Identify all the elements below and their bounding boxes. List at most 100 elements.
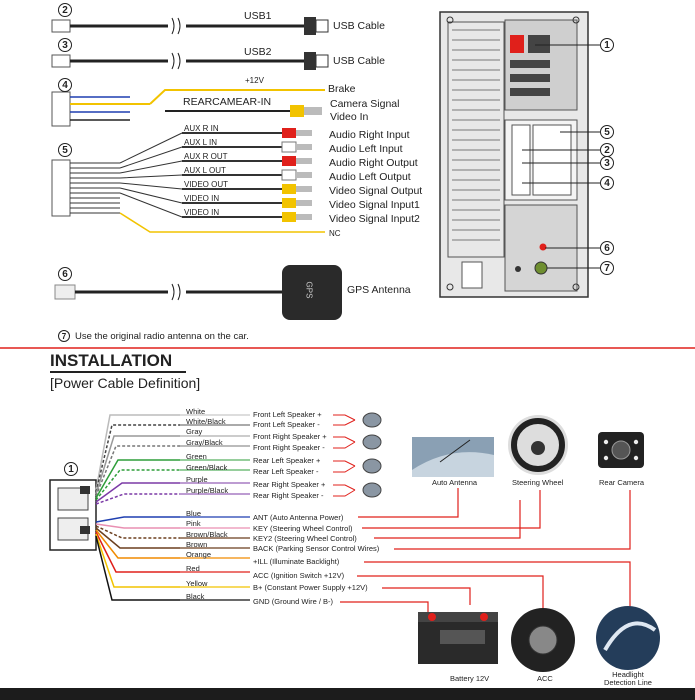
acc-label: ACC bbox=[537, 674, 553, 683]
wire-color-13: Red bbox=[186, 564, 200, 573]
wire-color-14: Yellow bbox=[186, 579, 208, 588]
wire-color-7: Purple/Black bbox=[186, 486, 229, 495]
brake-label: Brake bbox=[328, 83, 356, 95]
wire-short-5: VIDEO IN bbox=[184, 194, 220, 203]
speaker-0: Front Left Speaker + bbox=[253, 410, 322, 419]
marker-6: 6 bbox=[58, 267, 72, 281]
wire-color-3: Gray/Black bbox=[186, 438, 223, 447]
marker-3-right: 3 bbox=[600, 156, 614, 170]
speaker-6: Rear Right Speaker + bbox=[253, 480, 326, 489]
headlight-label: Headlight Detection Line bbox=[604, 670, 652, 687]
wire-desc-6: Video Signal Input2 bbox=[329, 213, 420, 225]
power-wires bbox=[95, 414, 180, 601]
video-in-label: Video In bbox=[330, 111, 369, 123]
rear-camera-photo bbox=[598, 432, 644, 468]
antenna-note: Use the original radio antenna on the ca… bbox=[75, 331, 249, 342]
installation-title: INSTALLATION bbox=[50, 351, 173, 370]
av-harness bbox=[51, 128, 325, 233]
wire-short-3: AUX L OUT bbox=[184, 166, 226, 175]
speaker-3: Front Right Speaker - bbox=[253, 443, 325, 452]
marker-7-right: 7 bbox=[600, 261, 614, 275]
usb1-label: USB1 bbox=[244, 10, 272, 22]
battery-label: Battery 12V bbox=[450, 674, 490, 683]
wire-desc-1: Audio Left Input bbox=[329, 143, 403, 155]
marker-1-right: 1 bbox=[600, 38, 614, 52]
speaker-7: Rear Right Speaker - bbox=[253, 491, 324, 500]
wire-color-1: White/Black bbox=[186, 417, 226, 426]
function-1: KEY (Steering Wheel Control) bbox=[253, 524, 353, 533]
title-underline bbox=[50, 371, 186, 373]
steering-wheel-photo bbox=[508, 415, 568, 475]
function-3: BACK (Parking Sensor Control Wires) bbox=[253, 544, 380, 553]
acc-photo bbox=[511, 608, 575, 672]
function-lines bbox=[180, 488, 631, 618]
speaker-leaders bbox=[180, 414, 356, 497]
wire-desc-0: Audio Right Input bbox=[329, 129, 410, 141]
auto-antenna-label: Auto Antenna bbox=[432, 478, 478, 487]
auto-antenna-photo bbox=[412, 437, 494, 477]
speaker-icons bbox=[362, 412, 382, 498]
wire-color-12: Orange bbox=[186, 550, 212, 559]
wire-color-0: White bbox=[186, 407, 206, 416]
rear-camera-label: Rear Camera bbox=[599, 478, 645, 487]
speaker-2: Front Right Speaker + bbox=[253, 432, 327, 441]
function-4: +ILL (Illuminate Backlight) bbox=[253, 557, 340, 566]
marker-leaders bbox=[522, 44, 600, 269]
marker-2: 2 bbox=[58, 3, 72, 17]
rearcam-label: REARCAMEAR-IN bbox=[183, 96, 272, 108]
wire-color-8: Blue bbox=[186, 509, 202, 518]
wire-short-1: AUX L IN bbox=[184, 138, 218, 147]
marker-5: 5 bbox=[58, 143, 72, 157]
marker-4: 4 bbox=[58, 78, 72, 92]
wire-color-11: Brown bbox=[186, 540, 208, 549]
camera-signal-label: Camera Signal bbox=[330, 98, 400, 110]
head-unit-rear bbox=[439, 11, 589, 298]
usb1-desc: USB Cable bbox=[333, 20, 385, 32]
speaker-1: Front Left Speaker - bbox=[253, 420, 320, 429]
connector-marker: 1 bbox=[64, 462, 78, 476]
usb2-desc: USB Cable bbox=[333, 55, 385, 67]
function-7: GND (Ground Wire / B-) bbox=[253, 597, 334, 606]
wire-desc-4: Video Signal Output bbox=[329, 185, 423, 197]
marker-4-right: 4 bbox=[600, 176, 614, 190]
plus12v-label: +12V bbox=[245, 76, 264, 85]
gps-cable bbox=[54, 265, 342, 320]
wire-color-10: Brown/Black bbox=[186, 530, 228, 539]
gps-badge: GPS bbox=[304, 281, 314, 299]
wire-color-6: Purple bbox=[186, 475, 208, 484]
marker-5-right: 5 bbox=[600, 125, 614, 139]
wire-color-15: Black bbox=[186, 592, 205, 601]
note-marker: 7 bbox=[58, 330, 70, 342]
speaker-5: Rear Left Speaker - bbox=[253, 467, 319, 476]
wire-short-6: VIDEO IN bbox=[184, 208, 220, 217]
camera-harness bbox=[51, 89, 325, 127]
gps-label: GPS Antenna bbox=[347, 284, 411, 296]
marker-3: 3 bbox=[58, 38, 72, 52]
function-6: B+ (Constant Power Supply +12V) bbox=[253, 583, 368, 592]
function-5: ACC (Ignition Switch +12V) bbox=[253, 571, 345, 580]
usb2-label: USB2 bbox=[244, 46, 272, 58]
wire-color-4: Green bbox=[186, 452, 207, 461]
steering-wheel-label: Steering Wheel bbox=[512, 478, 564, 487]
wire-short-2: AUX R OUT bbox=[184, 152, 228, 161]
power-connector bbox=[49, 479, 97, 551]
wire-desc-3: Audio Left Output bbox=[329, 171, 411, 183]
installation-subtitle: [Power Cable Definition] bbox=[50, 375, 201, 391]
wire-short-0: AUX R IN bbox=[184, 124, 219, 133]
wire-short-4: VIDEO OUT bbox=[184, 180, 229, 189]
wire-desc-5: Video Signal Input1 bbox=[329, 199, 420, 211]
headlight-photo bbox=[596, 606, 660, 670]
speaker-4: Rear Left Speaker + bbox=[253, 456, 321, 465]
battery-photo bbox=[418, 612, 498, 664]
wire-desc-2: Audio Right Output bbox=[329, 157, 418, 169]
bottom-bar bbox=[0, 688, 695, 700]
wire-color-2: Gray bbox=[186, 427, 203, 436]
usb1-cable bbox=[51, 17, 329, 35]
usb2-cable bbox=[51, 52, 329, 70]
function-0: ANT (Auto Antenna Power) bbox=[253, 513, 344, 522]
wire-color-5: Green/Black bbox=[186, 463, 228, 472]
marker-6-right: 6 bbox=[600, 241, 614, 255]
wire-color-9: Pink bbox=[186, 519, 201, 528]
nc-label: NC bbox=[329, 229, 341, 238]
